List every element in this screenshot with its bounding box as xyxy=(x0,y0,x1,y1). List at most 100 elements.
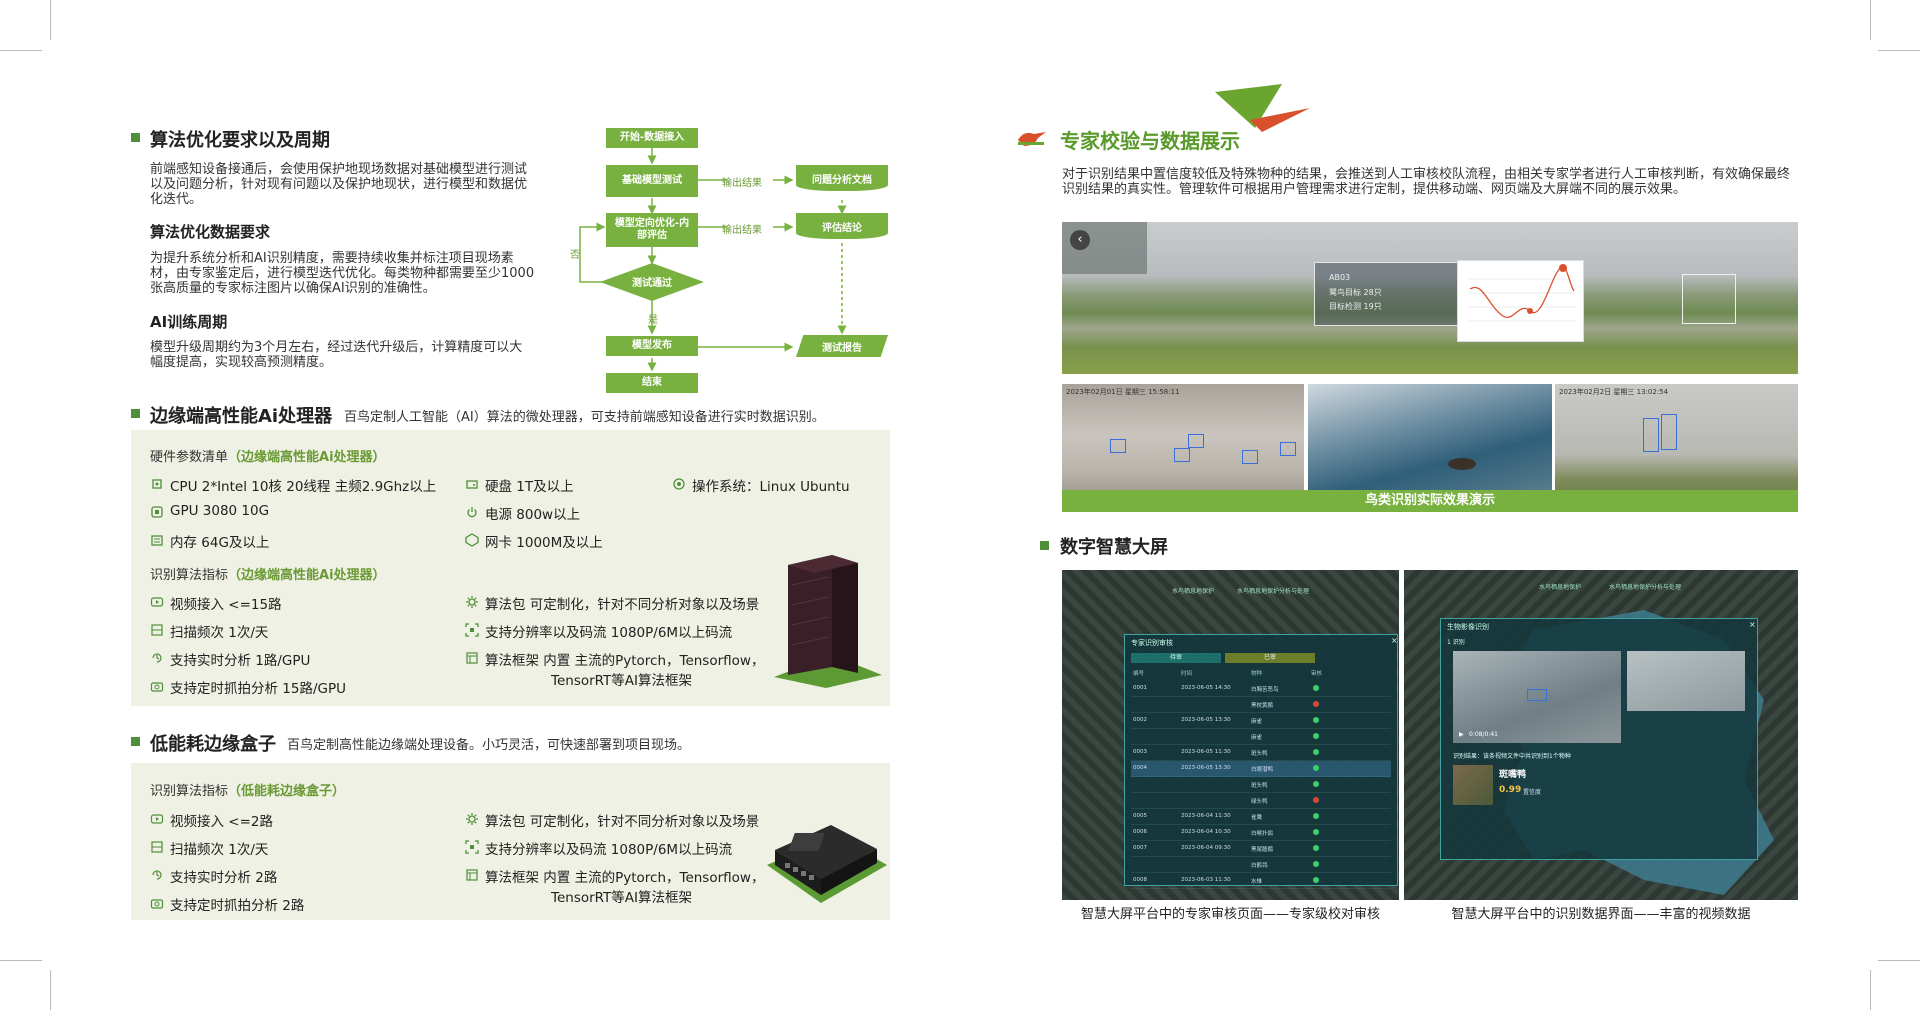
popup-line: 鹭鸟目标 28只 xyxy=(1329,288,1382,297)
recognition-subtab[interactable]: 1 识别 xyxy=(1447,639,1465,646)
crop-mark xyxy=(1878,50,1920,51)
table-row[interactable]: 斑头鸭 xyxy=(1131,777,1391,793)
spec-gpu: GPU 3080 10G xyxy=(150,503,269,519)
flow-connectors xyxy=(579,147,847,372)
table-row[interactable]: 黑枕黄鹂 xyxy=(1131,697,1391,713)
table-cell: 黑尾塍鹬 xyxy=(1251,847,1274,853)
package-icon xyxy=(466,813,478,825)
table-cell: 2023-06-05 14:30 xyxy=(1181,685,1231,691)
resolution-icon xyxy=(465,623,479,637)
spec-os: 操作系统：Linux Ubuntu xyxy=(672,475,850,495)
table-cell: 绿头鸭 xyxy=(1251,799,1268,805)
table-row[interactable]: 绿头鸭 xyxy=(1131,793,1391,809)
video-thumbnail[interactable] xyxy=(1627,651,1745,711)
flow-doc-problem: 问题分析文档 xyxy=(796,165,888,191)
table-cell: 白眼潜鸭 xyxy=(1251,767,1274,773)
species-thumbnail xyxy=(1453,765,1493,805)
review-tab-pending[interactable]: 待审 xyxy=(1131,653,1221,663)
train-text: 模型升级周期约为3个月左右，经过迭代升级后，计算精度可以大幅度提高，实现较高预测… xyxy=(150,340,523,370)
edge-subtitle: 百鸟定制人工智能（AI）算法的微处理器，可支持前端感知设备进行实时数据识别。 xyxy=(344,410,825,425)
result-label: 识别结果：该条视频文件中共识别到1个物种 xyxy=(1453,753,1571,760)
cpu-icon xyxy=(152,479,162,489)
table-cell: 麻雀 xyxy=(1251,735,1263,741)
box-metric-realtime: 支持实时分析 2路 xyxy=(150,866,277,886)
flow-output-1: 输出结果 xyxy=(722,178,762,189)
video-time: 0:08/0:41 xyxy=(1469,731,1498,738)
crop-mark xyxy=(1870,970,1871,1010)
spec-disk: 硬盘 1T及以上 xyxy=(465,475,574,495)
status-dot-icon xyxy=(1313,781,1319,787)
close-icon[interactable]: × xyxy=(1749,620,1756,629)
screen-tab[interactable]: 水鸟栖息地保护 xyxy=(1172,588,1215,595)
screen-tab[interactable]: 水鸟栖息地保护分析与处理 xyxy=(1609,584,1682,591)
status-dot-icon xyxy=(1313,813,1319,819)
screen-tab[interactable]: 水鸟栖息地保护 xyxy=(1539,584,1582,591)
status-dot-icon xyxy=(1313,701,1319,707)
status-dot-icon xyxy=(1313,861,1319,867)
back-arrow-button[interactable]: ‹ xyxy=(1070,230,1090,250)
status-dot-icon xyxy=(1313,765,1319,771)
resolution-icon xyxy=(465,840,479,854)
wetland-panorama-photo: ‹ AB03 鹭鸟目标 28只 目标检测 19只 xyxy=(1062,222,1798,374)
review-panel-title: 专家识别审核 xyxy=(1131,639,1173,647)
table-cell: 0002 xyxy=(1133,717,1147,723)
confidence-label: 置信度 xyxy=(1523,789,1542,796)
table-cell: 斑头鸭 xyxy=(1251,783,1268,789)
spec-cpu: CPU 2*Intel 10核 20线程 主频2.9Ghz以上 xyxy=(150,475,436,495)
table-cell: 0007 xyxy=(1133,845,1147,851)
table-row[interactable]: 麻雀 xyxy=(1131,729,1391,745)
box-metric-resolution: 支持分辨率以及码流 1080P/6M以上码流 xyxy=(465,838,732,858)
table-cell: 0004 xyxy=(1133,765,1147,771)
close-icon[interactable]: × xyxy=(1391,636,1398,645)
table-cell: 麻雀 xyxy=(1251,719,1263,725)
flow-output-2: 输出结果 xyxy=(722,225,762,236)
bbox xyxy=(1242,450,1258,464)
status-dot-icon xyxy=(1313,845,1319,851)
recognition-panel-title: 生物影像识别 xyxy=(1447,623,1489,631)
edge-algo-label: 识别算法指标（边缘端高性能Ai处理器） xyxy=(150,568,386,583)
expert-review-screen: 水鸟栖息地保护 水鸟栖息地保护分析与处理 专家识别审核 × 待审 已审 编号 时… xyxy=(1062,570,1399,900)
table-row[interactable]: 白鹡鸰 xyxy=(1131,857,1391,873)
screen-tab[interactable]: 水鸟栖息地保护分析与处理 xyxy=(1237,588,1310,595)
data-req-text: 为提升系统分析和AI识别精度，需要持续收集并标注项目现场素材，由专家鉴定后，进行… xyxy=(150,251,535,296)
table-cell: 0008 xyxy=(1133,877,1147,883)
bbox xyxy=(1527,689,1547,701)
table-cell: 2023-06-05 13:30 xyxy=(1181,765,1231,771)
metric-scan: 扫描频次 1次/天 xyxy=(150,621,268,641)
trend-chart-popup xyxy=(1457,260,1584,342)
video-player[interactable]: ▶ 0:08/0:41 xyxy=(1453,651,1621,743)
review-tab-done[interactable]: 已审 xyxy=(1225,653,1315,663)
photo-timestamp: 2023年02月01日 星期三 15:58:11 xyxy=(1066,388,1180,396)
bullet-square xyxy=(131,409,140,418)
table-cell: 白喉扑鹟 xyxy=(1251,831,1274,837)
status-dot-icon xyxy=(1313,877,1319,883)
bullet-square xyxy=(1040,541,1049,550)
expert-title: 专家校验与数据展示 xyxy=(1060,129,1240,153)
recognition-panel: 生物影像识别 × 1 识别 ▶ 0:08/0:41 识别结果：该条视频文件中共识… xyxy=(1440,618,1758,860)
flow-optimize: 模型定向优化-内部评估 xyxy=(606,213,698,247)
hw-label: 硬件参数清单（边缘端高性能Ai处理器） xyxy=(150,450,386,465)
edge-box-image xyxy=(767,825,887,903)
metric-framework: 算法框架 内置 主流的Pytorch，Tensorflow， TensorRT等… xyxy=(465,649,764,689)
table-cell: 雀鹰 xyxy=(1251,815,1263,821)
flow-doc-eval: 评估结论 xyxy=(796,213,888,239)
caption-left: 智慧大屏平台中的专家审核页面——专家级校对审核 xyxy=(1080,907,1380,922)
video-icon xyxy=(150,814,164,824)
video-recognition-screen: 水鸟栖息地保护 水鸟栖息地保护分析与处理 生物影像识别 × 1 识别 ▶ 0:0… xyxy=(1404,570,1798,900)
box-title: 低能耗边缘盒子 xyxy=(150,734,276,755)
table-row[interactable]: 0004 2023-06-05 13:30 白眼潜鸭 xyxy=(1131,761,1391,777)
bird-icon xyxy=(1018,132,1046,146)
play-icon[interactable]: ▶ xyxy=(1459,731,1464,738)
brand-logo-shape xyxy=(1215,84,1310,132)
table-cell: 0003 xyxy=(1133,749,1147,755)
status-dot-icon xyxy=(1313,829,1319,835)
